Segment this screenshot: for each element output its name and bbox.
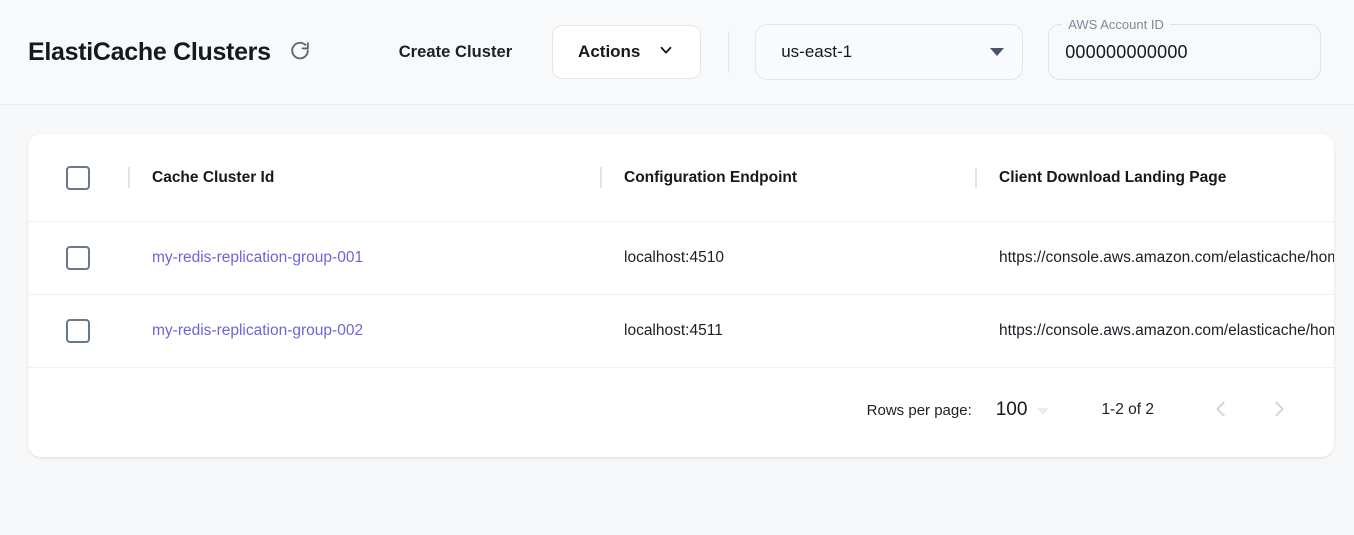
- page-title: ElastiCache Clusters: [28, 37, 271, 66]
- table-header-row: Cache Cluster Id Configuration Endpoint …: [28, 134, 1334, 222]
- clusters-table-card: Cache Cluster Id Configuration Endpoint …: [28, 134, 1334, 457]
- table-row[interactable]: my-redis-replication-group-001 localhost…: [28, 222, 1334, 295]
- aws-account-id-label: AWS Account ID: [1062, 17, 1170, 33]
- column-separator: [975, 167, 977, 188]
- column-header-cache-cluster-id[interactable]: Cache Cluster Id: [152, 168, 275, 186]
- row-select-cell: [28, 246, 128, 270]
- column-separator: [128, 167, 130, 188]
- column-header-configuration-endpoint[interactable]: Configuration Endpoint: [624, 168, 798, 186]
- header-divider: [728, 31, 730, 73]
- cell-cache-cluster-id: my-redis-replication-group-002: [130, 322, 600, 340]
- cell-client-download-landing-page: https://console.aws.amazon.com/elasticac…: [999, 249, 1334, 266]
- cell-client-download-landing-page: https://console.aws.amazon.com/elasticac…: [999, 322, 1334, 339]
- chevron-down-icon: [657, 41, 675, 64]
- aws-account-id-value: 000000000000: [1065, 41, 1188, 62]
- caret-down-icon[interactable]: [1037, 408, 1050, 415]
- row-checkbox[interactable]: [66, 319, 90, 343]
- chevron-right-icon: [1268, 398, 1290, 423]
- cluster-id-link[interactable]: my-redis-replication-group-002: [152, 322, 364, 339]
- refresh-icon: [289, 40, 311, 65]
- cluster-id-link[interactable]: my-redis-replication-group-001: [152, 249, 364, 266]
- actions-button-label: Actions: [578, 42, 641, 61]
- create-cluster-button[interactable]: Create Cluster: [393, 35, 519, 70]
- chevron-left-icon: [1210, 398, 1232, 423]
- row-select-cell: [28, 319, 128, 343]
- next-page-button[interactable]: [1258, 389, 1300, 431]
- actions-button[interactable]: Actions: [552, 25, 702, 79]
- cell-cache-cluster-id: my-redis-replication-group-001: [130, 249, 600, 267]
- table-row[interactable]: my-redis-replication-group-002 localhost…: [28, 295, 1334, 368]
- pagination-bar: Rows per page: 100 1-2 of 2: [28, 368, 1334, 452]
- pagination-range-label: 1-2 of 2: [1101, 401, 1154, 418]
- column-separator: [600, 167, 602, 188]
- rows-per-page-value[interactable]: 100: [995, 399, 1028, 420]
- row-checkbox[interactable]: [66, 246, 90, 270]
- region-select-value: us-east-1: [781, 42, 853, 61]
- column-header-client-download-landing-page[interactable]: Client Download Landing Page: [999, 168, 1227, 186]
- caret-down-icon: [990, 48, 1005, 56]
- region-select[interactable]: us-east-1: [755, 24, 1024, 80]
- app-header: ElastiCache Clusters Create Cluster Acti…: [0, 0, 1354, 105]
- refresh-button[interactable]: [285, 37, 315, 67]
- cell-configuration-endpoint: localhost:4511: [624, 322, 723, 339]
- aws-account-id-field[interactable]: AWS Account ID 000000000000: [1048, 17, 1322, 80]
- select-all-checkbox[interactable]: [66, 165, 90, 190]
- rows-per-page-label: Rows per page:: [866, 401, 972, 419]
- cell-configuration-endpoint: localhost:4510: [624, 249, 724, 266]
- previous-page-button[interactable]: [1200, 389, 1242, 431]
- select-all-cell: [28, 165, 128, 190]
